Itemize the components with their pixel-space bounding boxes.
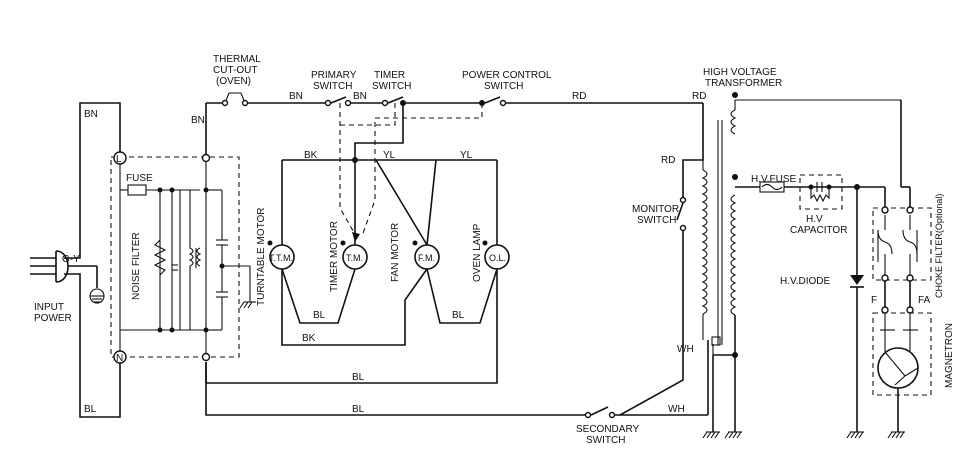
top-line-wiring bbox=[205, 92, 703, 154]
oven-lamp-label: OVEN LAMP bbox=[472, 223, 483, 282]
hv-transformer-label-1: HIGH VOLTAGE bbox=[703, 67, 777, 78]
wire-bl-loop2-label: BL bbox=[452, 310, 465, 321]
ttm-label: T.T.M. bbox=[269, 253, 293, 263]
timer-motor-label: TIMER MOTOR bbox=[329, 221, 340, 292]
hv-diode-label: H.V.DIODE bbox=[780, 276, 831, 287]
ground-wire-label: G-Y bbox=[62, 254, 80, 265]
wire-bk-loop-label: BK bbox=[302, 333, 316, 344]
hv-capacitor-label-1: H.V bbox=[806, 214, 823, 225]
hv-diode bbox=[846, 186, 885, 439]
terminal-l-label: L bbox=[116, 154, 122, 165]
wire-bk-label: BK bbox=[304, 150, 318, 161]
loads-wiring bbox=[205, 103, 585, 416]
primary-switch-label-2: SWITCH bbox=[313, 81, 352, 92]
choke-filter bbox=[872, 100, 932, 314]
power-control-switch-label-1: POWER CONTROL bbox=[462, 70, 552, 81]
secondary-switch-label-1: SECONDARY bbox=[576, 424, 639, 435]
power-control-switch-label-2: SWITCH bbox=[484, 81, 523, 92]
timer-switch-label-2: SWITCH bbox=[372, 81, 411, 92]
monitor-switch-label-2: SWITCH bbox=[637, 215, 676, 226]
noise-filter-box bbox=[110, 151, 256, 364]
wire-bl-return2-label: BL bbox=[352, 404, 365, 415]
wire-bl-label: BL bbox=[84, 404, 97, 415]
fuse-label: FUSE bbox=[126, 173, 153, 184]
turntable-motor-label: TURNTABLE MOTOR bbox=[256, 207, 267, 306]
hv-capacitor-label-2: CAPACITOR bbox=[790, 225, 847, 236]
hv-capacitor bbox=[799, 174, 860, 210]
wire-bl-return1-label: BL bbox=[352, 372, 365, 383]
mains-wires bbox=[64, 102, 121, 418]
wire-bn-top-label: BN bbox=[191, 115, 205, 126]
ol-label: O.L. bbox=[489, 253, 506, 263]
thermal-cutout-label-1: THERMAL bbox=[213, 54, 261, 65]
timer-switch-label-1: TIMER bbox=[374, 70, 405, 81]
wire-wh-label: WH bbox=[677, 344, 694, 355]
wire-rd-top2-label: RD bbox=[692, 91, 706, 102]
hv-fuse-label: H.V.FUSE bbox=[751, 174, 797, 185]
input-power-label-2: POWER bbox=[34, 313, 72, 324]
secondary-switch-label-2: SWITCH bbox=[586, 435, 625, 446]
tm-label: T.M. bbox=[346, 253, 363, 263]
timer-linkage bbox=[339, 103, 483, 242]
monitor-switch-label-1: MONITOR bbox=[632, 204, 679, 215]
thermal-cutout-label-2: CUT-OUT bbox=[213, 65, 257, 76]
thermal-cutout-label-3: (OVEN) bbox=[216, 76, 251, 87]
magnetron-label: MAGNETRON bbox=[944, 323, 955, 388]
wire-yl-label: YL bbox=[383, 150, 396, 161]
terminal-n-label: N bbox=[116, 353, 123, 364]
input-power-label-1: INPUT bbox=[34, 302, 64, 313]
monitor-secondary-wiring bbox=[584, 103, 709, 419]
wire-bn-top3-label: BN bbox=[353, 91, 367, 102]
wire-rd-top-label: RD bbox=[572, 91, 586, 102]
wire-bn-label: BN bbox=[84, 109, 98, 120]
hv-transformer-label-2: TRANSFORMER bbox=[705, 78, 782, 89]
wire-bl-loop1-label: BL bbox=[313, 310, 326, 321]
fan-motor-label: FAN MOTOR bbox=[390, 223, 401, 282]
wire-wh2-label: WH bbox=[668, 404, 685, 415]
fm-label: F.M. bbox=[418, 253, 435, 263]
choke-filter-label: CHOKE FILTER(Optional) bbox=[934, 194, 944, 298]
terminal-fa-label: FA bbox=[918, 295, 931, 306]
noise-filter-label: NOISE FILTER bbox=[131, 232, 142, 300]
input-power-plug bbox=[30, 250, 105, 304]
wire-yl2-label: YL bbox=[460, 150, 473, 161]
hv-transformer bbox=[701, 92, 901, 439]
primary-switch-label-1: PRIMARY bbox=[311, 70, 357, 81]
wire-bn-top2-label: BN bbox=[289, 91, 303, 102]
wire-rd-monitor-label: RD bbox=[661, 155, 675, 166]
terminal-f-label: F bbox=[871, 295, 877, 306]
hv-fuse bbox=[759, 181, 857, 193]
magnetron bbox=[872, 312, 932, 439]
